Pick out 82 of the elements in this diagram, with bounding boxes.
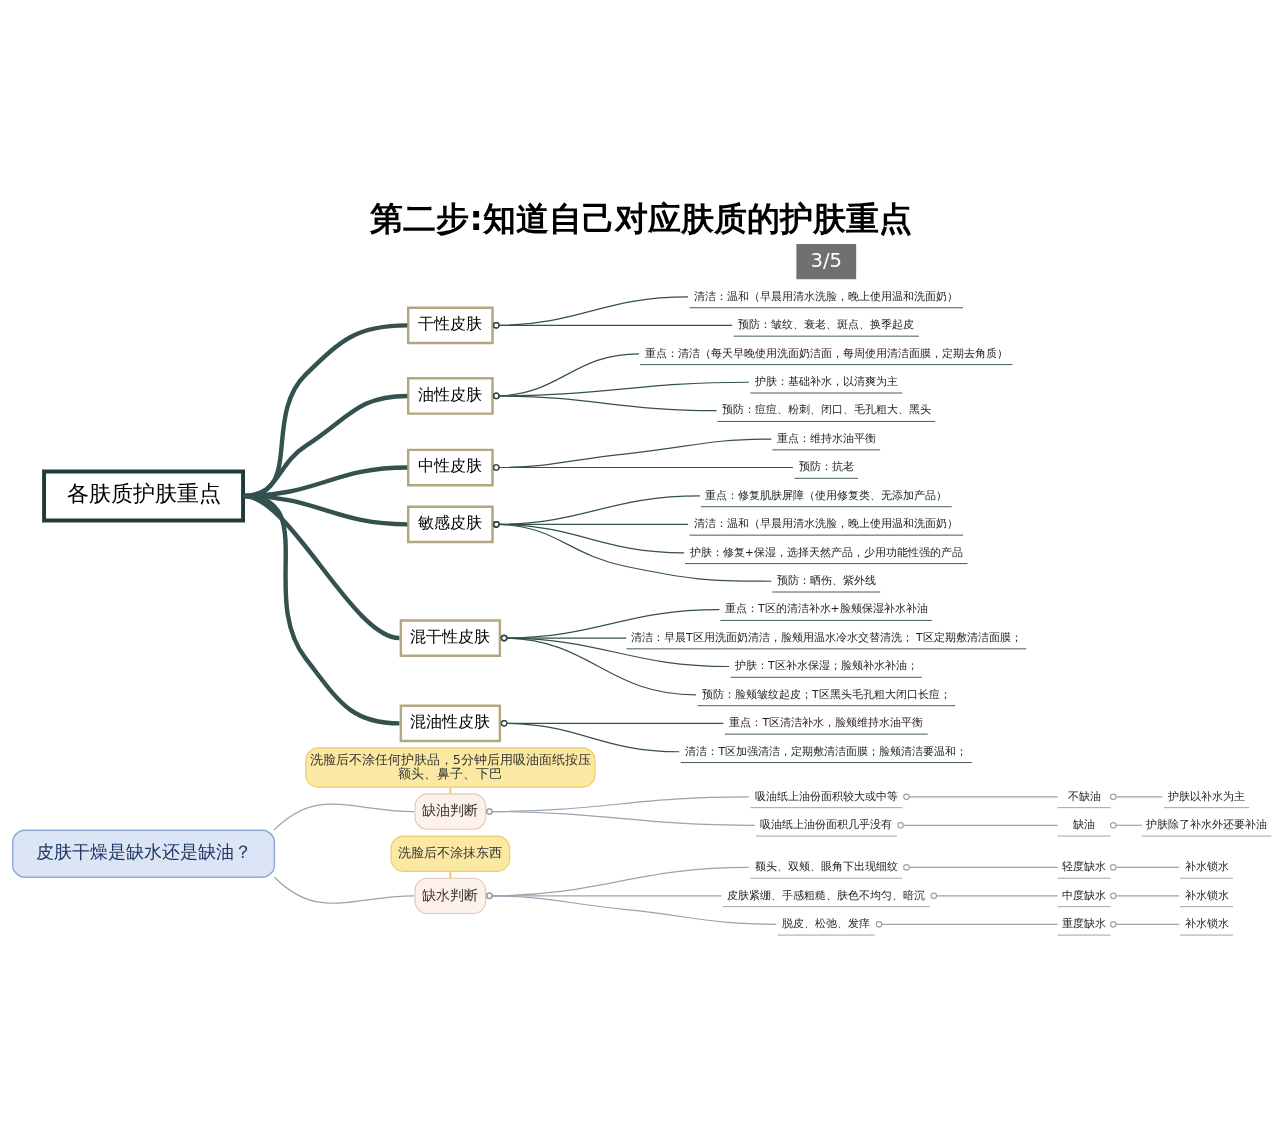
node-text: 预防：晒伤、紫外线: [776, 573, 876, 587]
node-text: 清洁：温和（早晨用清水洗脸，晚上使用温和洗面奶）: [694, 517, 959, 531]
node-text: 吸油纸上油份面积几乎没有: [760, 818, 893, 832]
connector: [492, 464, 794, 471]
node-text: 重点：维持水油平衡: [776, 431, 876, 445]
node-text: 中度缺水: [1062, 888, 1107, 902]
node-text: 重点：修复肌肤屏障（使用修复类、无添加产品）: [705, 488, 948, 502]
node-text: 补水锁水: [1184, 860, 1229, 874]
node-text: 脱皮、松弛、发痒: [782, 917, 871, 931]
node-text: 护肤：T区补水保湿；脸颊补水补油；: [734, 659, 918, 673]
node-text: 预防：痘痘、粉刺、闭口、毛孔粗大、黑头: [721, 403, 931, 417]
node-box: 缺水判断: [414, 877, 487, 915]
connector: [500, 634, 697, 696]
connector: [486, 892, 777, 925]
connector: [492, 521, 689, 528]
connector: [500, 720, 680, 753]
node-text: 重度缺水: [1062, 917, 1107, 931]
connector: [897, 821, 1059, 829]
connector: [273, 876, 415, 904]
node-text: 吸油纸上油份面积较大或中等: [754, 789, 898, 803]
node-text: 轻度缺水: [1062, 860, 1107, 874]
node-text: 预防：抗老: [798, 460, 854, 474]
node-box: 混干性皮肤: [399, 619, 502, 657]
node-box: 混油性皮肤: [399, 704, 502, 743]
node-text: 护肤以补水为主: [1168, 789, 1246, 803]
connector: [486, 796, 750, 815]
connector: [492, 322, 733, 329]
connector: [903, 793, 1059, 801]
node-box: 各肤质护肤重点: [42, 469, 245, 523]
node-text: 清洁：温和（早晨用清水洗脸，晚上使用温和洗面奶）: [694, 289, 959, 303]
node-text: 重点：T区清洁补水，脸颊维持水油平衡: [729, 716, 924, 730]
connector: [1109, 920, 1180, 928]
connector: [903, 864, 1059, 871]
connector: [492, 438, 772, 471]
node-box: 干性皮肤: [407, 306, 494, 345]
connector: [1109, 864, 1180, 871]
node-text: 重点：清洁（每天早晚使用洗面奶洁面，每周使用清洁面膜，定期去角质）: [644, 346, 1008, 360]
node-text: 补水锁水: [1184, 888, 1229, 902]
connector: [492, 392, 718, 412]
diagram-title: 第二步:知道自己对应肤质的护肤重点: [370, 198, 912, 238]
node-text: 护肤：修复+保湿，选择天然产品，少用功能性强的产品: [689, 545, 963, 559]
connector: [492, 521, 772, 582]
node-box: 洗脸后不涂任何护肤品，5分钟后用吸油面纸按压额头、鼻子、下巴: [305, 747, 596, 788]
connector: [1109, 892, 1180, 900]
node-text: 预防：脸颊皱纹起皮；T区黑头毛孔粗大闭口长痘；: [701, 687, 951, 701]
node-box: 皮肤干燥是缺水还是缺油？: [11, 829, 276, 878]
node-text: 清洁：早晨T区用洗面奶清洁，脸颊用温水冷水交替清洗； T区定期敷清洁面膜；: [630, 630, 1022, 644]
connector: [492, 381, 750, 400]
node-box: 缺油判断: [414, 793, 487, 830]
node-text: 重点：T区的清洁补水+脸颊保湿补水补油: [724, 602, 928, 616]
node-text: 皮肤紧绷、手感粗糙、肤色不均匀、暗沉: [727, 888, 926, 902]
connector: [500, 634, 730, 668]
connector: [500, 609, 721, 642]
connector: [449, 870, 452, 880]
connector: [486, 892, 722, 900]
node-text: 护肤：基础补水，以清爽为主: [754, 374, 898, 388]
connector: [486, 808, 756, 826]
connector: [1109, 821, 1143, 829]
connector: [500, 720, 724, 727]
node-text: 额头、双颊、眼角下出现细纹: [754, 860, 898, 874]
node-text: 不缺油: [1067, 789, 1101, 803]
connector: [492, 495, 701, 528]
node-box: 洗脸后不涂抹东西: [390, 835, 511, 872]
node-text: 缺油: [1073, 818, 1096, 832]
node-text: 护肤除了补水外还要补油: [1146, 818, 1268, 832]
connector: [492, 296, 689, 329]
node-box: 油性皮肤: [407, 377, 494, 415]
connector: [273, 803, 415, 831]
connector: [1109, 793, 1164, 801]
node-text: 补水锁水: [1184, 917, 1229, 931]
connector: [930, 892, 1059, 900]
connector: [449, 786, 452, 795]
node-text: 预防：皱纹、衰老、斑点、换季起皮: [738, 318, 915, 332]
connector: [492, 353, 640, 400]
node-box: 敏感皮肤: [407, 505, 494, 544]
connector: [875, 920, 1059, 928]
node-box: 中性皮肤: [407, 448, 494, 487]
label: 3/5: [810, 248, 843, 272]
connector: [492, 521, 685, 554]
connector: [243, 493, 400, 726]
connector: [486, 866, 750, 900]
node-text: 清洁：T区加强清洁，定期敷清洁面膜；脸颊清洁要温和；: [685, 744, 968, 758]
